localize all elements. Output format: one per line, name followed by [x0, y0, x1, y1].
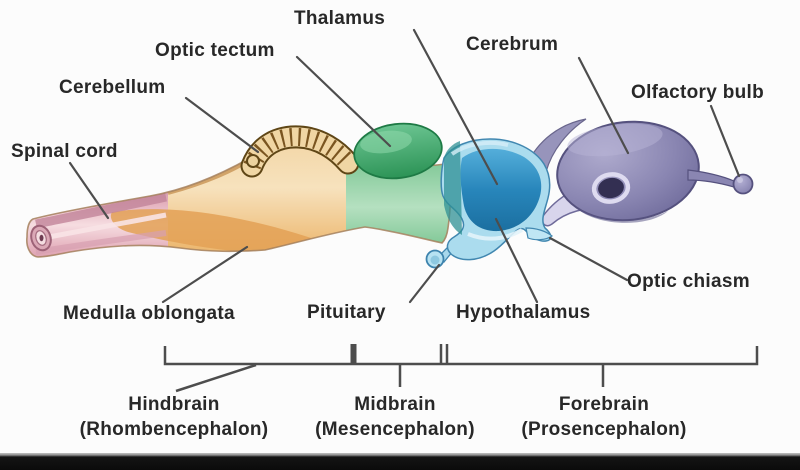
- leader-medulla-oblongata: [161, 245, 249, 304]
- medulla-core: [110, 209, 340, 255]
- cerebellum-shape: [240, 125, 360, 178]
- ventricle-hole: [598, 177, 624, 199]
- leader-optic-tectum: [295, 55, 392, 148]
- bracket-line: [163, 346, 759, 366]
- label-spinal-cord: Spinal cord: [11, 141, 118, 162]
- leader-pituitary: [408, 263, 441, 304]
- region-bracket: [163, 344, 759, 393]
- teal-transition: [444, 141, 462, 235]
- forebrain-name: Forebrain: [558, 394, 650, 415]
- label-midbrain: Midbrain (Mesencephalon): [315, 392, 475, 442]
- leader-cerebrum: [577, 56, 630, 155]
- leader-thalamus: [412, 28, 499, 186]
- leader-lines: [68, 28, 741, 304]
- label-cerebellum: Cerebellum: [59, 77, 166, 98]
- label-optic-chiasm: Optic chiasm: [627, 271, 750, 292]
- label-medulla-oblongata: Medulla oblongata: [63, 303, 235, 324]
- label-hindbrain: Hindbrain (Rhombencephalon): [80, 392, 269, 442]
- leader-spinal-cord: [68, 161, 110, 220]
- medulla-shape: [168, 147, 346, 257]
- thalamus-core: [460, 148, 542, 232]
- cerebellum-hatching: [243, 127, 355, 170]
- label-pituitary: Pituitary: [307, 302, 386, 323]
- forebrain-latin: (Prosencephalon): [521, 419, 687, 440]
- spinal-cord-canal-dot: [39, 234, 44, 242]
- cerebellum-curl: [246, 154, 260, 168]
- bracket-separator-hind-mid: [350, 344, 357, 364]
- leader-hypothalamus: [494, 217, 539, 304]
- leader-optic-chiasm: [548, 236, 629, 282]
- hindbrain-name: Hindbrain: [128, 394, 220, 415]
- diencephalon-shape: [425, 138, 554, 269]
- label-hypothalamus: Hypothalamus: [456, 302, 591, 323]
- label-olfactory-bulb: Olfactory bulb: [631, 82, 764, 103]
- optic-chiasm-shape: [525, 227, 554, 241]
- label-cerebrum: Cerebrum: [466, 34, 559, 55]
- bottom-bar: [0, 453, 800, 470]
- ventricle-ring: [591, 172, 631, 204]
- cerebrum-shape: [525, 118, 754, 227]
- cerebrum-shade: [575, 207, 668, 223]
- hindbrain-latin: (Rhombencephalon): [79, 419, 269, 440]
- hindbrain-pointer: [175, 363, 257, 393]
- optic-tectum-shape: [353, 122, 443, 180]
- label-forebrain: Forebrain (Prosencephalon): [521, 392, 686, 442]
- pituitary-inner: [430, 255, 440, 265]
- cerebrum-highlight: [567, 123, 663, 157]
- leader-cerebellum: [184, 96, 260, 154]
- label-optic-tectum: Optic tectum: [155, 40, 275, 61]
- label-thalamus: Thalamus: [294, 8, 386, 29]
- midbrain-latin: (Mesencephalon): [315, 419, 475, 440]
- olfactory-bulb-shape: [732, 173, 754, 195]
- leader-olfactory-bulb: [709, 104, 741, 178]
- olfactory-bulb-highlight: [737, 177, 743, 183]
- midbrain-name: Midbrain: [354, 394, 436, 415]
